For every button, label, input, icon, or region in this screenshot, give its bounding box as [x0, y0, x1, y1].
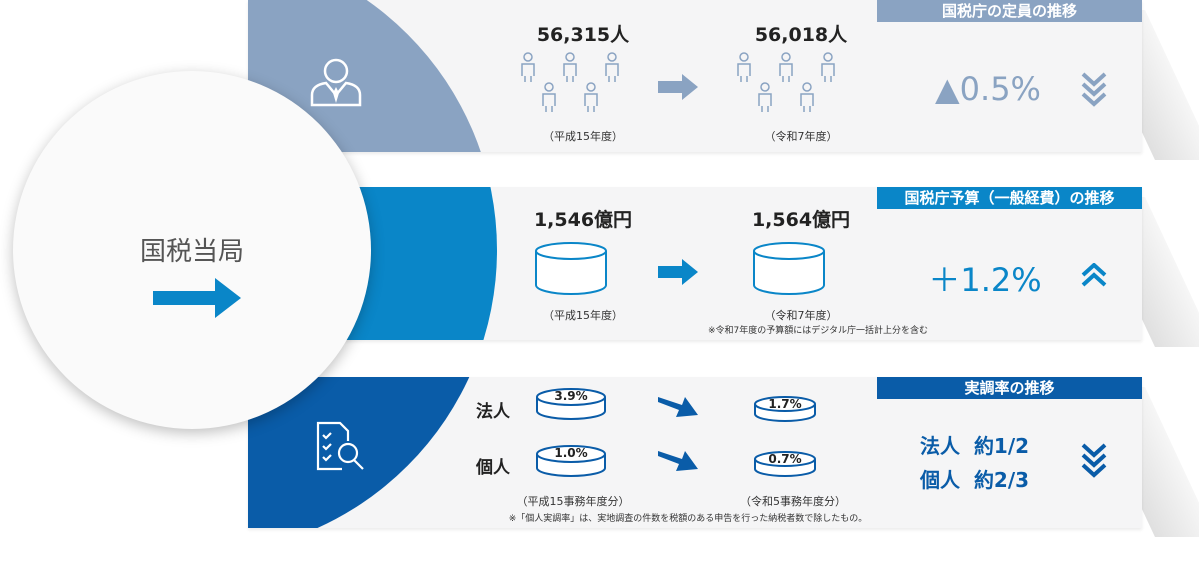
audit-after-period: （令和5事務年度分） — [740, 495, 846, 508]
indiv-label: 個人 — [476, 458, 510, 478]
people-icons-after — [737, 52, 835, 113]
audit-header: 実調率の推移 — [877, 377, 1142, 399]
staff-row: 56,315人 56,018人 （平成15年度） （令和7年度） 国税庁の定員の… — [248, 0, 1142, 152]
disk-corp-before — [536, 388, 606, 420]
budget-note: ※令和7年度の予算額にはデジタル庁一括計上分を含む — [707, 326, 929, 336]
disk-indiv-after — [754, 451, 816, 477]
budget-change: ＋1.2% — [928, 261, 1042, 299]
corp-label: 法人 — [476, 402, 510, 422]
audit-change-value: 約2/3 — [973, 468, 1030, 492]
staff-header: 国税庁の定員の推移 — [877, 0, 1142, 22]
corp-before-value: 3.9% — [554, 389, 588, 403]
arrow-right-icon — [658, 74, 698, 100]
corp-after-value: 1.7% — [768, 397, 802, 411]
budget-after-period: （令和7年度） — [764, 309, 838, 322]
budget-before-period: （平成15年度） — [543, 309, 623, 322]
arrow-right-icon — [153, 278, 241, 318]
hub-circle: 国税当局 — [13, 71, 371, 429]
staff-before-value: 56,315人 — [536, 24, 630, 46]
budget-before-value: 1,546億円 — [533, 209, 633, 231]
chevron-up-icon — [1081, 263, 1107, 287]
audit-change: 法人 約1/2 個人 約2/3 — [920, 429, 1060, 497]
audit-rate-row: 法人 個人 3.9% 1.0% 1.7% 0.7% （平成15事務年度分） （令… — [248, 377, 1142, 528]
budget-header: 国税庁予算（一般経費）の推移 — [877, 187, 1142, 209]
audit-before-period: （平成15事務年度分） — [516, 495, 630, 508]
document-search-icon — [316, 421, 364, 471]
audit-note: ※「個人実調率」は、実地調査の件数を税額のある申告を行った納税者数で除したもの。 — [508, 514, 868, 524]
budget-after-value: 1,564億円 — [751, 209, 851, 231]
people-icons-before — [521, 52, 619, 113]
indiv-after-value: 0.7% — [768, 452, 802, 466]
arrow-down-right-icon — [658, 397, 698, 417]
double-chevron-down-icon — [1081, 443, 1107, 478]
person-icon — [310, 58, 362, 107]
double-chevron-down-icon — [1081, 72, 1107, 107]
audit-change-label: 個人 — [920, 468, 960, 492]
staff-change: ▲0.5% — [935, 70, 1041, 108]
staff-after-value: 56,018人 — [754, 24, 848, 46]
hub-title: 国税当局 — [139, 237, 244, 267]
budget-row: 1,546億円 1,564億円 （平成15年度） （令和7年度） ※令和7年度の… — [248, 187, 1142, 340]
staff-before-period: （平成15年度） — [543, 130, 623, 143]
arrow-down-right-icon — [658, 451, 698, 471]
cylinder-before — [535, 242, 607, 295]
staff-after-period: （令和7年度） — [764, 130, 838, 143]
cylinder-after — [753, 242, 825, 295]
arrow-right-icon — [658, 259, 698, 285]
audit-change-value: 約1/2 — [973, 434, 1030, 458]
disk-indiv-before — [536, 445, 606, 477]
audit-change-label: 法人 — [920, 434, 960, 458]
disk-corp-after — [754, 396, 816, 422]
indiv-before-value: 1.0% — [554, 446, 588, 460]
